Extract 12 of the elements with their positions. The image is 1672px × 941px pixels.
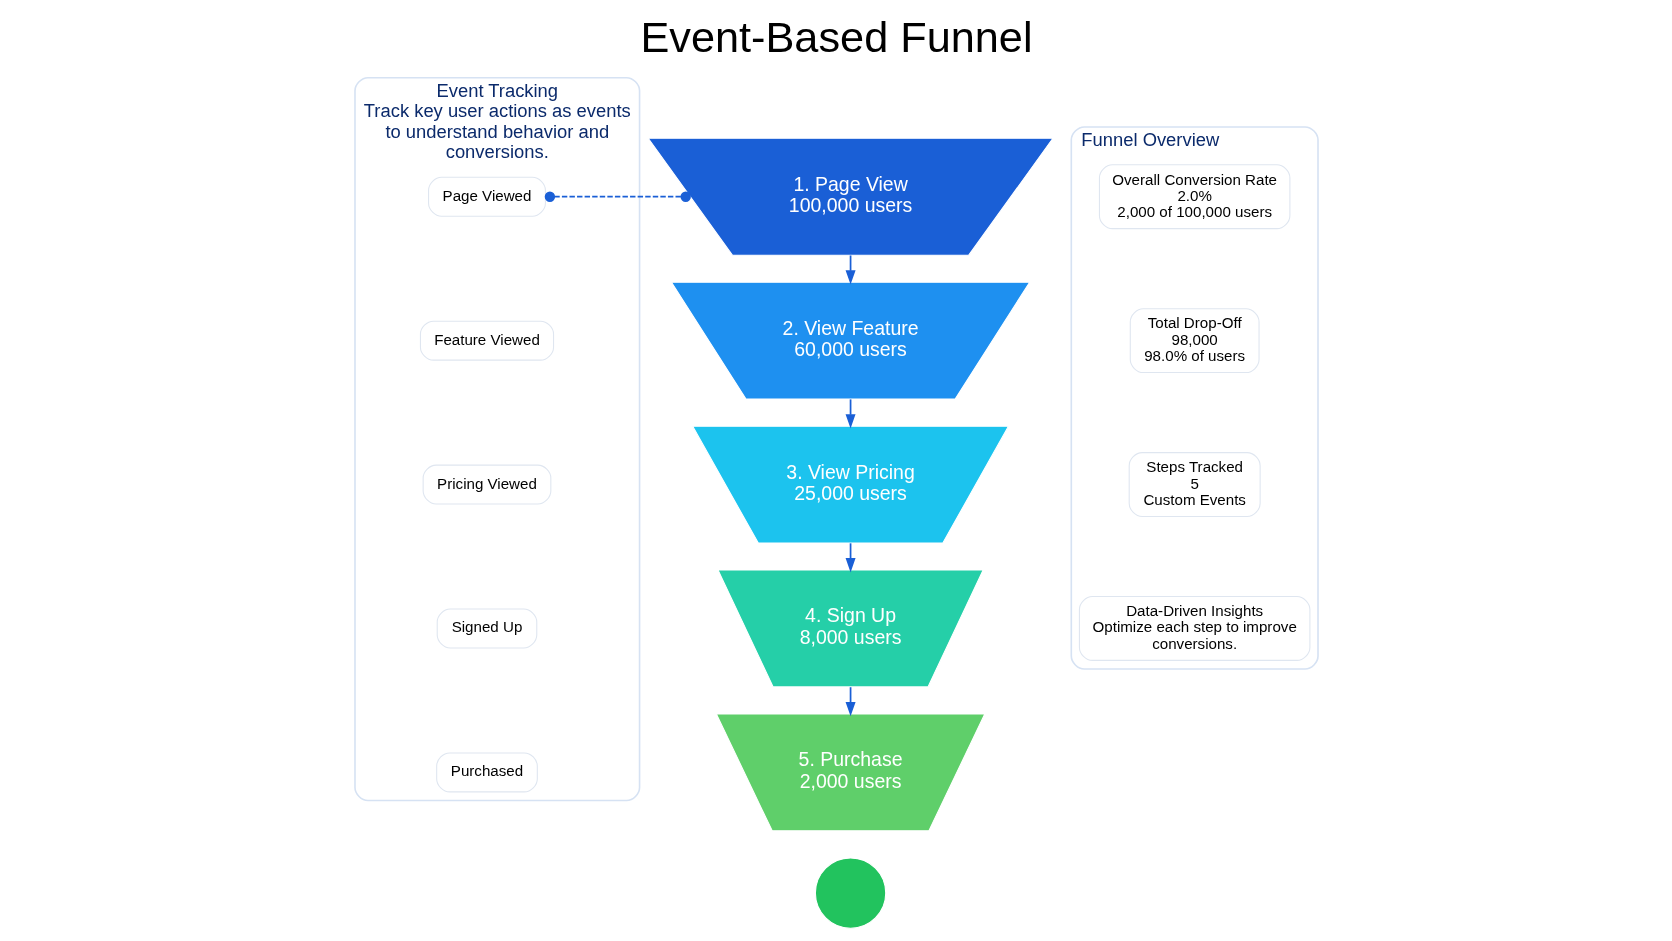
node-circle — [814, 857, 886, 929]
diagram-title: Event-Based Funnel — [639, 12, 1033, 61]
node-box: Overall Conversion Rate 2.0% 2,000 of 100,000 users — [1098, 164, 1290, 230]
node-box: Feature Viewed — [419, 320, 554, 361]
node-box: Page Viewed — [427, 176, 546, 217]
node-box: Data-Driven Insights Optimize each step to improve conversions. — [1078, 596, 1310, 661]
connector — [544, 191, 691, 202]
node-box: Signed Up — [436, 608, 537, 649]
node-box: Purchased — [435, 752, 538, 793]
node-box: Steps Tracked 5 Custom Events — [1128, 452, 1261, 518]
node-box: Total Drop-Off 98,000 98.0% of users — [1129, 308, 1260, 374]
node-box: Pricing Viewed — [422, 464, 551, 505]
